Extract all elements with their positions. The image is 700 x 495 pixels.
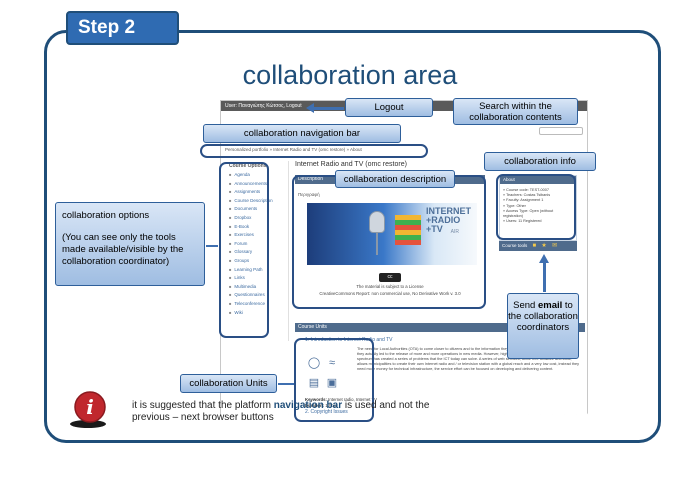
course-tools-label: Course tools: [502, 243, 528, 248]
menu-item-exercises[interactable]: Exercises: [225, 232, 288, 241]
callout-options-title: collaboration options: [62, 210, 150, 221]
license-line-2[interactable]: CreativeCommons Report: non commercial u…: [319, 291, 461, 296]
duration-label: Duration:: [305, 403, 325, 408]
unit-1-icons: ◯ ≈ ▤ ▣: [305, 353, 351, 393]
radio-icon: ▤: [308, 377, 320, 389]
about-line: » Teachers: Costas Tsibanis: [503, 193, 551, 198]
callout-description: collaboration description: [335, 170, 455, 188]
callout-search: Search within the collaboration contents: [453, 98, 578, 125]
unit-1-title[interactable]: 1. Introduction to Internet Radio and TV: [305, 337, 393, 343]
microphone-stand: [376, 233, 378, 255]
arrow-logout: [312, 107, 344, 110]
search-input[interactable]: [539, 127, 583, 135]
unit-1-text: The need for Local Authorities (OTA) to …: [357, 347, 580, 371]
callout-options: collaboration options (You can see only …: [55, 202, 205, 286]
course-image: INTERNET +RADIO +TV AIR: [307, 203, 477, 265]
callout-units: collaboration Units: [180, 374, 277, 393]
microphone-icon: [369, 211, 385, 233]
course-tools-bar: Course tools ■ ★ ✉: [499, 241, 577, 251]
unit-1-meta: Keywords: Internet radio, Internet TV Du…: [305, 397, 377, 409]
units-header: Course Units: [295, 323, 585, 332]
menu-item-glossary[interactable]: Glossary: [225, 249, 288, 258]
image-brand-text: INTERNET +RADIO +TV: [426, 206, 471, 234]
about-panel: About » Course code: TEST-0007 » Teacher…: [499, 175, 577, 241]
course-options-menu: Course Options Agenda Announcements Assi…: [225, 161, 289, 341]
callout-email-bold: email: [537, 300, 563, 311]
arrow-units: [278, 383, 294, 385]
slide-title: collaboration area: [242, 60, 458, 90]
highlight-info: [496, 174, 576, 240]
menu-item-groups[interactable]: Groups: [225, 258, 288, 267]
keywords-label: Keywords:: [305, 397, 327, 402]
image-brand-sub: AIR: [450, 229, 459, 235]
arrow-email-head: [539, 254, 549, 263]
callout-options-note: (You can see only the tools made availab…: [62, 232, 184, 267]
menu-item-learning-path[interactable]: Learning Path: [225, 267, 288, 276]
step-label: Step 2: [66, 11, 179, 45]
about-header: About: [500, 176, 576, 184]
wifi-icon: ≈: [328, 357, 336, 369]
globe-icon: ◯: [307, 357, 321, 369]
menu-item-announcements[interactable]: Announcements: [225, 181, 288, 190]
note-pre: it is suggested that the platform: [132, 400, 274, 411]
menu-item-teleconference[interactable]: Teleconference: [225, 301, 288, 310]
menu-item-forum[interactable]: Forum: [225, 241, 288, 250]
highlight-nav-bar: [200, 144, 428, 158]
menu-item-dropbox[interactable]: Dropbox: [225, 215, 288, 224]
info-icon: i: [70, 391, 106, 428]
about-line: » Access Type: Open (without: [503, 208, 554, 213]
course-options-header: Course Options: [229, 163, 267, 169]
license-line-1: The material is subject to a License: [356, 284, 424, 289]
note-line-2: previous – next browser buttons: [132, 412, 274, 423]
note-post: is used and not the: [342, 400, 430, 411]
callout-logout: Logout: [345, 98, 433, 117]
tv-icon: ▣: [326, 377, 338, 389]
menu-item-documents[interactable]: Documents: [225, 206, 288, 215]
menu-item-wiki[interactable]: Wiki: [225, 310, 288, 319]
email-icon[interactable]: ✉: [552, 243, 558, 249]
arrow-options: [206, 245, 218, 247]
arrow-email: [543, 262, 546, 292]
callout-info: collaboration info: [484, 152, 596, 171]
callout-nav-bar: collaboration navigation bar: [203, 124, 401, 143]
navigation-note: it is suggested that the platform naviga…: [132, 400, 429, 424]
menu-item-assignments[interactable]: Assignments: [225, 189, 288, 198]
highlight-description: [292, 175, 486, 309]
note-bold: navigation bar: [273, 400, 343, 411]
course-title: Internet Radio and TV (omc restore): [295, 161, 407, 168]
about-line: » Faculty: Assignment 1: [503, 198, 544, 203]
about-line: » Users: 11 Registered: [503, 219, 542, 224]
about-line: registration): [503, 214, 524, 219]
about-line: » Type: Other: [503, 203, 526, 208]
highlight-options: [219, 162, 269, 338]
highlight-units: [294, 338, 374, 422]
callout-email-post: to the collaboration coordinators: [508, 300, 578, 333]
media-tiles-icon: [395, 215, 421, 245]
menu-item-course-description[interactable]: Course Description: [225, 198, 288, 207]
callout-email-pre: Send: [513, 300, 538, 311]
menu-item-multimedia[interactable]: Multimedia: [225, 284, 288, 293]
menu-item-links[interactable]: Links: [225, 275, 288, 284]
star-icon[interactable]: ★: [541, 243, 547, 249]
rss-icon[interactable]: ■: [532, 243, 537, 249]
about-line: » Course code: TEST-0007: [503, 188, 549, 192]
duration-value: 1 hour: [324, 403, 338, 408]
menu-item-questionnaires[interactable]: Questionnaires: [225, 292, 288, 301]
creative-commons-badge[interactable]: cc: [379, 273, 401, 282]
svg-text:i: i: [86, 395, 94, 419]
menu-item-ebook[interactable]: E-Book: [225, 224, 288, 233]
keywords-value: Internet radio, Internet TV: [326, 397, 378, 402]
callout-email: Send email to the collaboration coordina…: [507, 293, 579, 359]
menu-item-agenda[interactable]: Agenda: [225, 172, 288, 181]
arrow-logout-head: [306, 103, 314, 113]
description-subtitle: Περιγραφή: [298, 192, 320, 197]
breadcrumb[interactable]: Personalized portfolio » Internet Radio …: [225, 147, 362, 152]
